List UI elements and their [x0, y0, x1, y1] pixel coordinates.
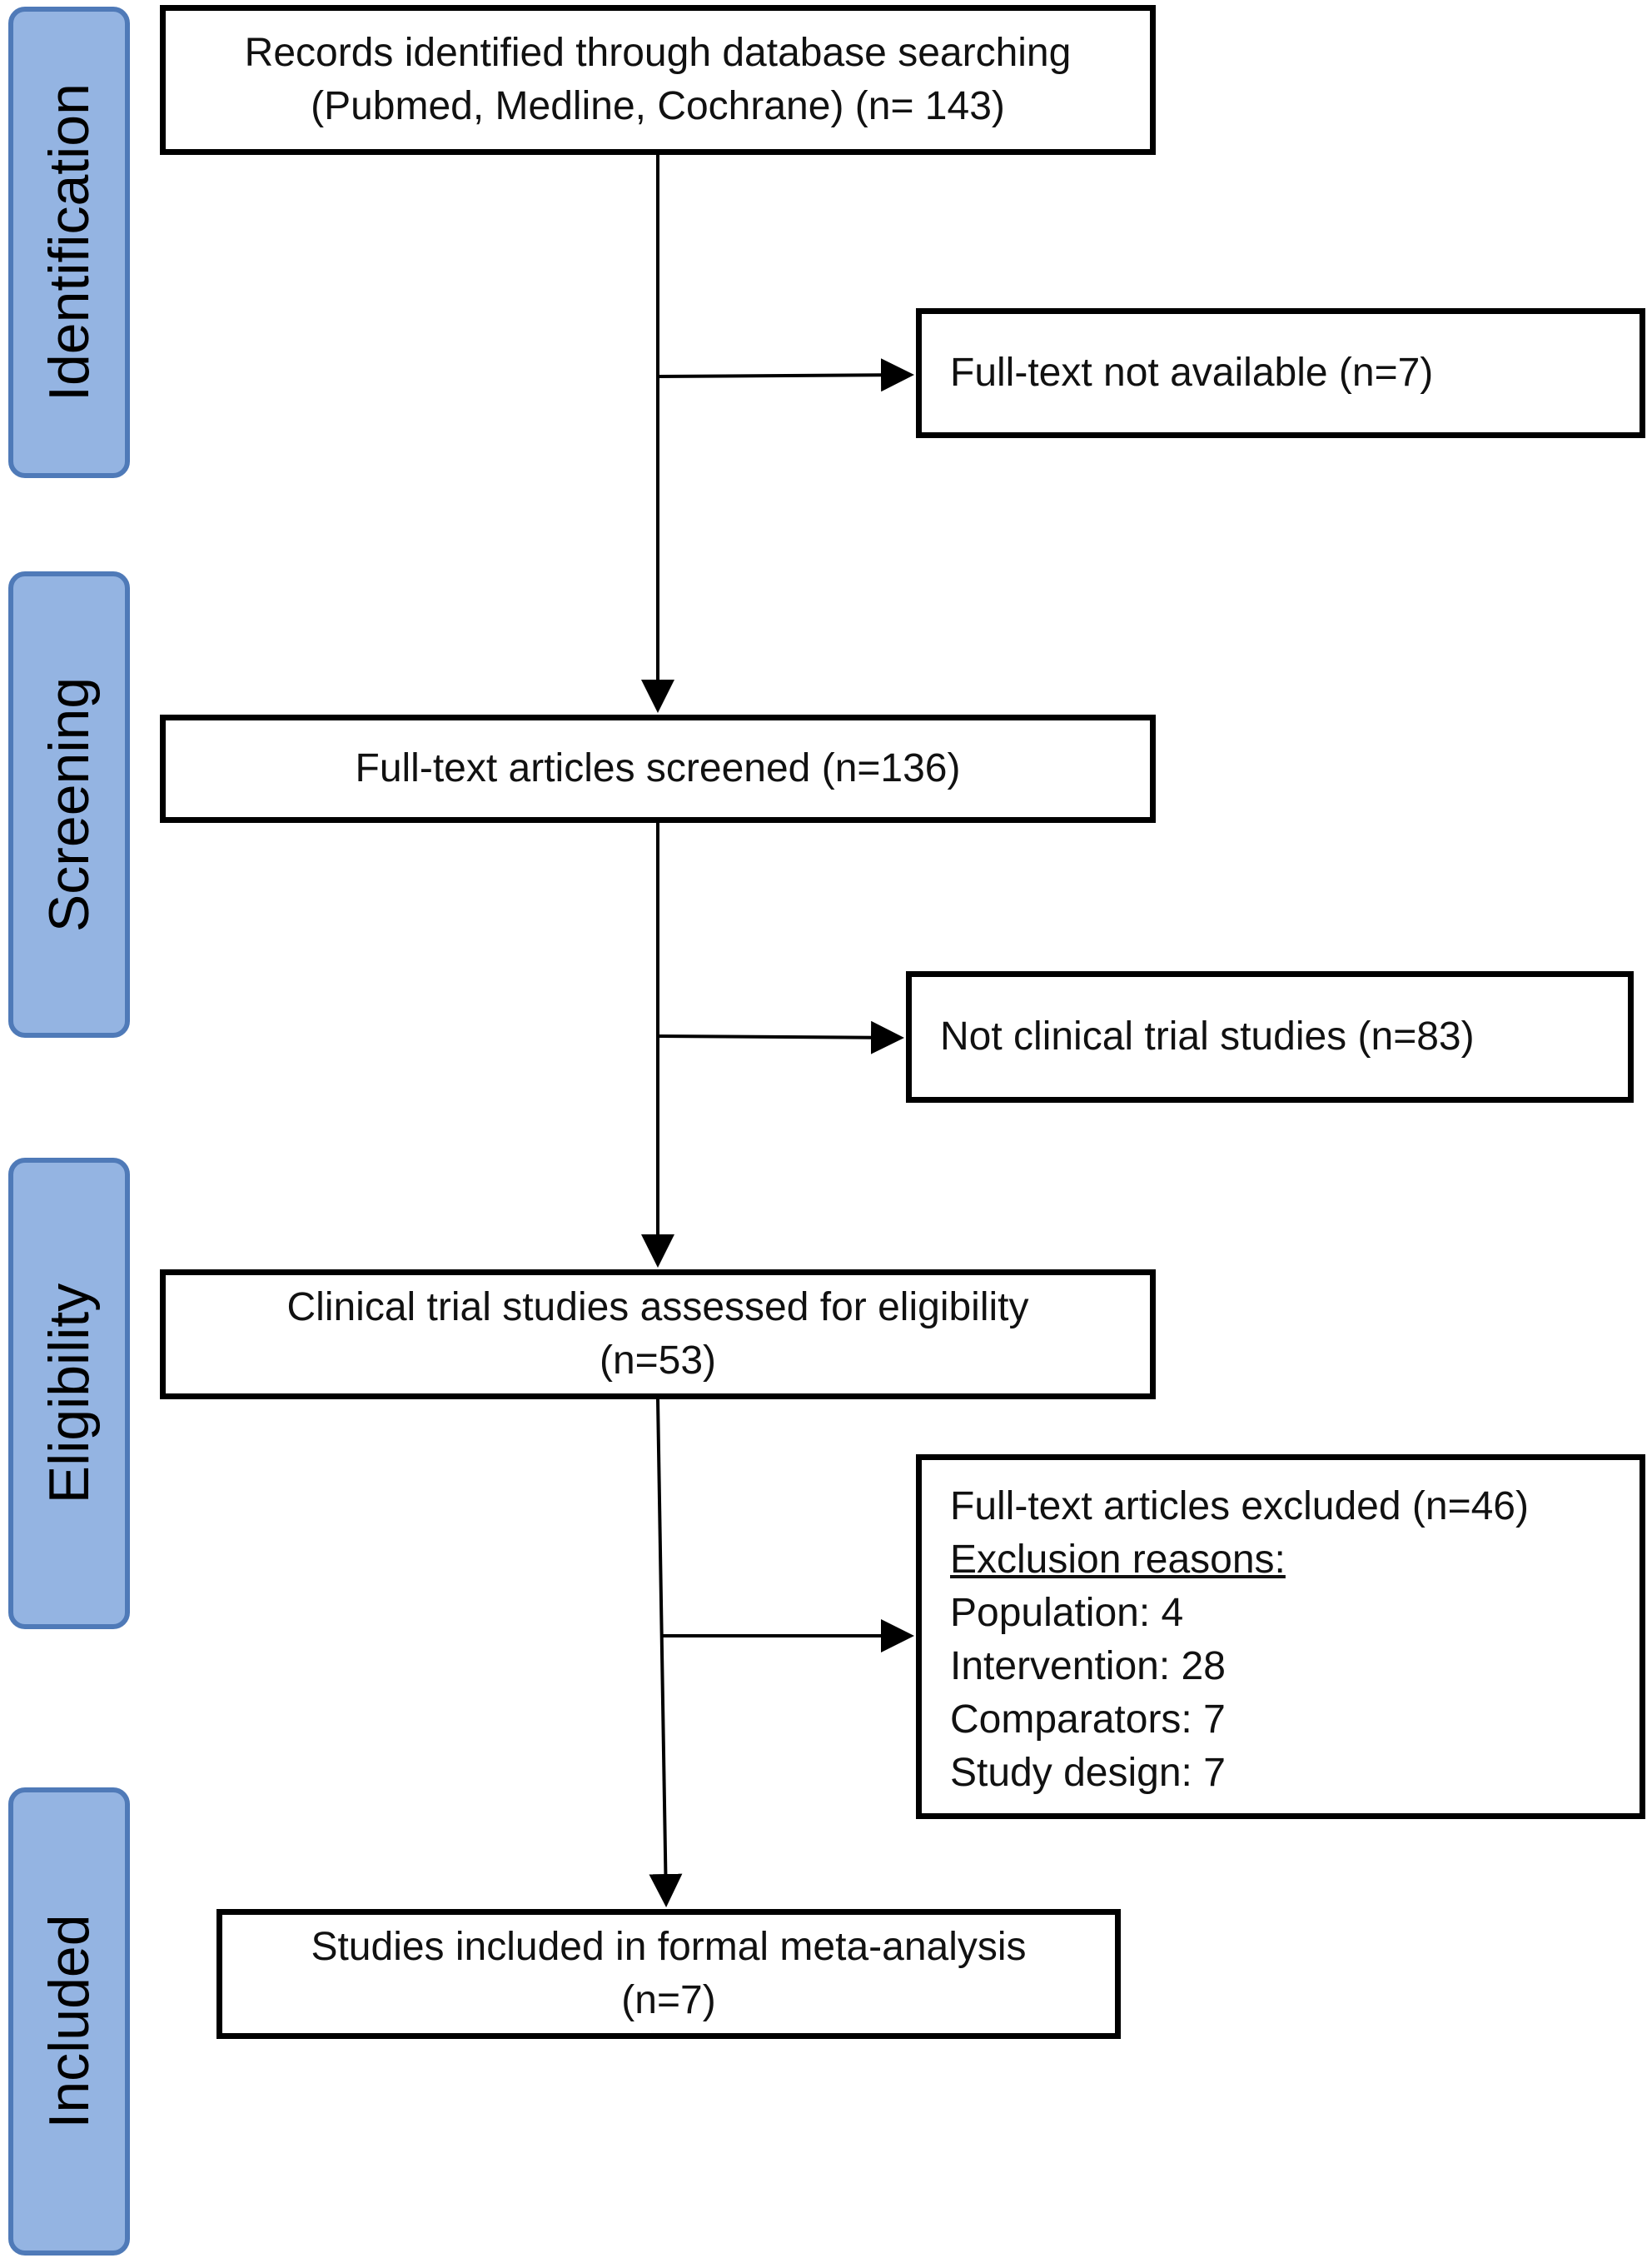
- box-records-identified: Records identified through database sear…: [160, 5, 1156, 155]
- box-fulltext-screened: Full-text articles screened (n=136): [160, 715, 1156, 823]
- stage-eligibility: Eligibility: [8, 1158, 130, 1629]
- studies-included-line1: Studies included in formal meta-analysis: [311, 1925, 1027, 1969]
- box-studies-included: Studies included in formal meta-analysis…: [216, 1909, 1121, 2039]
- studies-included-line2: (n=7): [621, 1978, 716, 2022]
- box-fulltext-excluded: Full-text articles excluded (n=46) Exclu…: [916, 1454, 1645, 1819]
- fulltext-screened-text: Full-text articles screened (n=136): [355, 746, 961, 790]
- exclusion-reason-study-design: Study design: 7: [950, 1751, 1226, 1795]
- clinical-trials-assessed-line1: Clinical trial studies assessed for elig…: [286, 1285, 1029, 1329]
- box-clinical-trials-assessed: Clinical trial studies assessed for elig…: [160, 1269, 1156, 1399]
- box-not-clinical-trials: Not clinical trial studies (n=83): [906, 971, 1634, 1103]
- exclusion-reason-population: Population: 4: [950, 1591, 1184, 1635]
- records-identified-line1: Records identified through database sear…: [244, 31, 1072, 75]
- clinical-trials-assessed-line2: (n=53): [599, 1338, 717, 1383]
- exclusion-reason-comparators: Comparators: 7: [950, 1697, 1226, 1742]
- exclusion-reasons-label: Exclusion reasons:: [950, 1538, 1286, 1582]
- stage-included: Included: [8, 1787, 130, 2256]
- arrow-to-not-clinical: [657, 1020, 904, 1054]
- stage-identification: Identification: [8, 7, 130, 478]
- not-clinical-trials-text: Not clinical trial studies (n=83): [940, 1014, 1475, 1059]
- fulltext-excluded-heading: Full-text articles excluded (n=46): [950, 1484, 1529, 1528]
- stage-screening: Screening: [8, 571, 130, 1038]
- box-fulltext-not-available: Full-text not available (n=7): [916, 308, 1645, 438]
- fulltext-not-available-text: Full-text not available (n=7): [950, 351, 1434, 395]
- arrow-to-not-available: [657, 358, 914, 392]
- exclusion-reason-intervention: Intervention: 28: [950, 1644, 1226, 1688]
- records-identified-line2: (Pubmed, Medline, Cochrane) (n= 143): [311, 84, 1005, 128]
- arrow-assessed-to-included: [649, 1398, 683, 1907]
